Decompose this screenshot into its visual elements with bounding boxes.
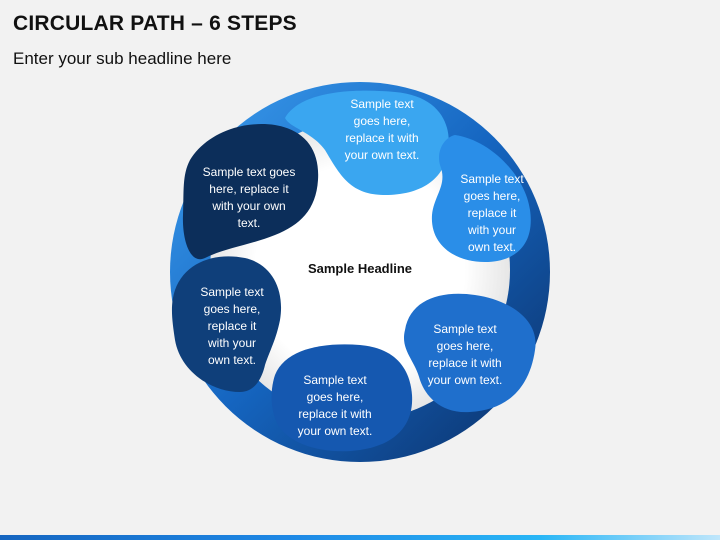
step-petal-2	[431, 135, 531, 262]
bottom-accent-bar	[0, 535, 720, 540]
step-3-text: Sample text goes here, replace it with y…	[427, 322, 503, 387]
step-petal-4	[271, 344, 413, 452]
step-petal-6	[182, 124, 319, 260]
step-6-text: Sample text goes here, replace it with y…	[202, 165, 296, 230]
step-petal-1	[285, 90, 449, 195]
page-subtitle: Enter your sub headline here	[13, 49, 232, 68]
page-title: CIRCULAR PATH – 6 STEPS	[13, 12, 297, 35]
step-4-text: Sample text goes here, replace it with y…	[297, 373, 373, 438]
step-petal-5	[171, 256, 282, 392]
step-5-text: Sample text goes here, replace it with y…	[200, 285, 264, 367]
step-1-text: Sample text goes here, replace it with y…	[344, 97, 420, 162]
step-2-text: Sample text goes here, replace it with y…	[460, 172, 524, 254]
center-headline: Sample Headline	[307, 261, 413, 276]
step-petal-3	[403, 293, 536, 413]
